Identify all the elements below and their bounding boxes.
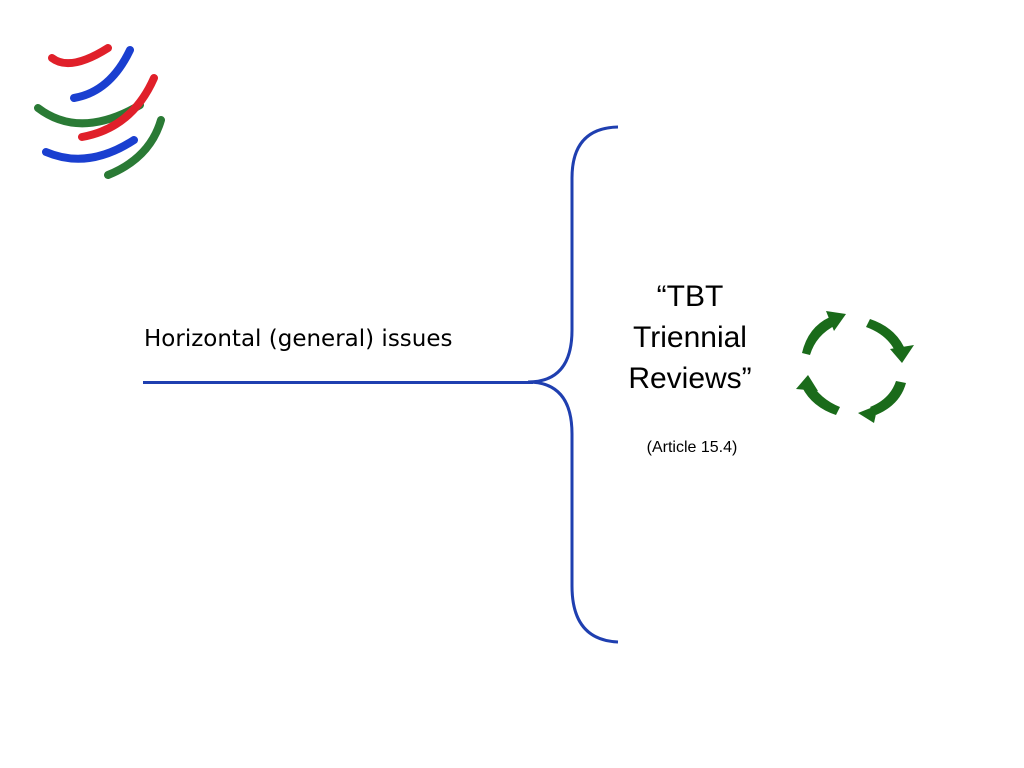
review-cycle-arrows-icon [796,311,914,423]
curly-brace [527,125,619,644]
horizontal-issues-label: Horizontal (general) issues [144,326,453,352]
tbt-triennial-reviews-title: “TBT Triennial Reviews” [600,276,780,399]
title-line-1: “TBT [656,280,724,313]
title-line-2: Triennial [633,321,747,354]
article-reference: (Article 15.4) [646,439,738,456]
wto-logo-icon [34,44,165,179]
connector-line [143,381,533,384]
title-line-3: Reviews” [628,362,752,395]
